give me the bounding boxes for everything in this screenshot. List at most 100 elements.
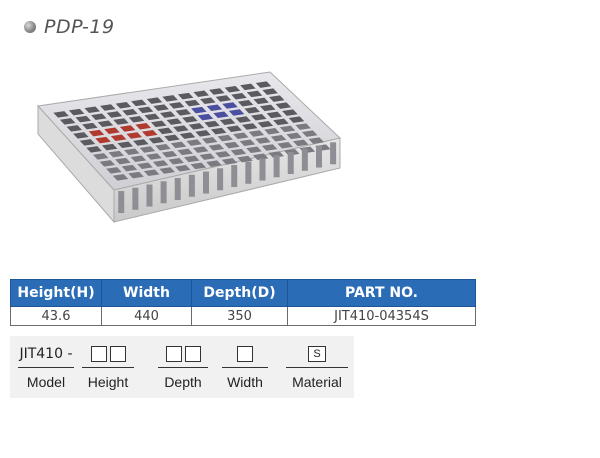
front-slot: [188, 174, 195, 197]
port-cell: [75, 115, 92, 123]
port-cell: [266, 111, 283, 119]
port-cell: [122, 108, 138, 116]
port-cell: [228, 109, 245, 116]
port-cell: [113, 118, 129, 125]
port-cell: [112, 174, 129, 181]
front-slot: [287, 152, 294, 175]
port-cell: [237, 99, 254, 107]
port-cell: [133, 139, 149, 146]
port-cell: [117, 141, 133, 149]
port-cell: [192, 146, 209, 153]
port-cell: [292, 139, 309, 147]
port-cell: [268, 151, 284, 158]
divider-line: [222, 367, 268, 368]
port-cell: [282, 109, 298, 116]
port-cell: [213, 111, 229, 119]
port-cell: [148, 136, 165, 144]
port-cell: [190, 162, 207, 170]
port-cell: [119, 125, 136, 132]
port-cell: [206, 104, 223, 112]
spec-data-row: 43.6 440 350 JIT410-04354S: [10, 306, 476, 326]
port-cell: [128, 115, 145, 123]
port-cell: [142, 129, 158, 137]
front-slot: [202, 171, 209, 194]
divider-line: [286, 367, 348, 368]
port-cell: [233, 132, 249, 140]
port-cell: [268, 95, 285, 102]
port-cell: [99, 160, 116, 167]
port-cell: [208, 144, 225, 151]
port-cell: [204, 120, 220, 128]
port-cell: [130, 155, 147, 163]
port-cell: [86, 146, 102, 153]
port-cell: [215, 151, 231, 158]
port-cell: [188, 123, 205, 130]
port-cell: [248, 130, 265, 137]
port-cell: [252, 153, 269, 161]
port-cell: [66, 125, 83, 132]
port-cell: [217, 134, 234, 142]
port-cell: [199, 153, 216, 160]
code-segment-height: Height: [82, 336, 134, 398]
port-cell: [222, 102, 238, 109]
port-cell: [264, 127, 280, 135]
port-cell: [92, 153, 109, 160]
port-cell: [275, 102, 292, 109]
port-cell: [155, 143, 171, 151]
header-part-no: PART NO.: [287, 279, 476, 307]
label-height: Height: [87, 374, 129, 390]
header-depth: Depth(D): [191, 279, 288, 307]
part-code-legend: JIT410 - Model Height Depth Width S Mate…: [10, 336, 354, 398]
port-cell: [235, 116, 251, 123]
port-cell: [261, 144, 278, 151]
port-cell: [164, 134, 180, 142]
front-slot: [301, 148, 308, 171]
front-slot: [118, 191, 125, 214]
port-cell: [182, 116, 198, 123]
front-slot: [146, 184, 153, 207]
port-cell: [224, 85, 241, 93]
port-cell: [124, 148, 140, 156]
port-cell: [183, 155, 200, 163]
port-cell: [68, 108, 85, 116]
front-slot: [217, 168, 224, 191]
port-cell: [59, 118, 76, 125]
front-slot: [160, 181, 167, 204]
spec-header-row: Height(H) Width Depth(D) PART NO.: [10, 279, 476, 307]
port-cell: [159, 167, 175, 174]
port-cell: [206, 160, 222, 167]
label-model: Model: [26, 374, 66, 390]
code-prefix: JIT410 -: [19, 346, 73, 362]
port-cell: [143, 169, 160, 177]
port-cell: [121, 164, 138, 172]
front-slot: [231, 165, 238, 188]
material-code-box: S: [308, 346, 326, 362]
divider-line: [82, 367, 134, 368]
port-cell: [108, 150, 125, 158]
port-cell: [126, 132, 142, 139]
front-slot: [245, 161, 252, 184]
port-cell: [168, 157, 184, 165]
port-cell: [146, 97, 163, 104]
port-cell: [193, 90, 209, 98]
front-slot: [174, 178, 181, 201]
code-segment-width: Width: [222, 336, 268, 398]
port-cell: [244, 106, 260, 114]
port-cell: [257, 120, 274, 128]
port-cell: [255, 137, 271, 144]
port-cell: [255, 81, 272, 88]
code-segment-depth: Depth: [158, 336, 208, 398]
product-title: PDP-19: [44, 16, 115, 38]
port-cell: [179, 132, 196, 139]
port-cell: [186, 139, 202, 146]
label-width: Width: [227, 374, 263, 390]
port-cell: [197, 113, 214, 121]
port-cell: [84, 106, 100, 114]
cell-depth: 350: [191, 306, 288, 326]
port-cell: [104, 127, 120, 135]
port-cell: [246, 90, 263, 98]
port-cell: [100, 104, 116, 111]
port-cell: [224, 141, 240, 149]
port-cell: [277, 141, 293, 149]
port-cell: [128, 171, 144, 179]
